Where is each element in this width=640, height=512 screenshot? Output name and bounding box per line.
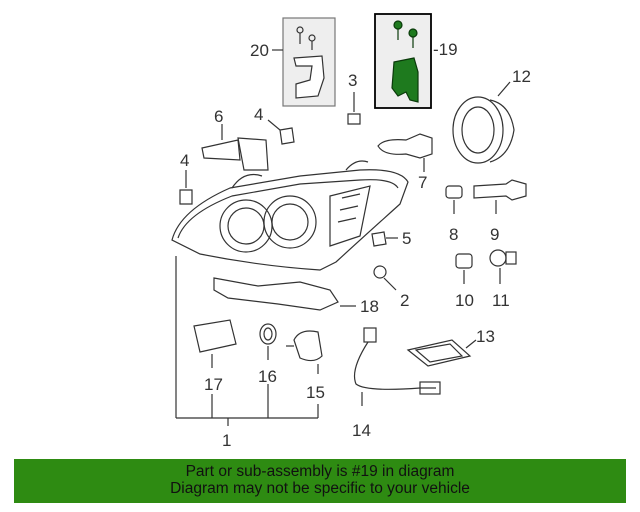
- part-10-bulb: [455, 253, 473, 284]
- part-14-wiring-harness: [353, 327, 441, 406]
- part-17-module: [193, 319, 237, 368]
- part-4-bolt-lower: [179, 170, 193, 205]
- part-6-bulb: [201, 124, 269, 171]
- part-12-ring: [452, 81, 515, 164]
- part-20-bracket: [272, 17, 336, 107]
- callout-1: 1: [222, 431, 231, 450]
- part-13-ballast: [406, 339, 477, 367]
- callout-11: 11: [492, 291, 510, 310]
- part-4-bolt-upper: [267, 119, 295, 145]
- callout-8: 8: [449, 225, 458, 244]
- info-banner: Part or sub-assembly is #19 in diagram D…: [14, 459, 626, 503]
- callout-7: 7: [418, 173, 427, 192]
- callout-13: 13: [476, 327, 495, 346]
- part-5-screw: [371, 231, 398, 247]
- parts-diagram: 20 -19 3 12 6: [171, 13, 531, 450]
- callout-19: -19: [433, 40, 458, 59]
- callout-4-upper: 4: [254, 105, 263, 124]
- part-8-bulb: [445, 185, 463, 214]
- callout-15: 15: [306, 383, 325, 402]
- callout-4-lower: 4: [180, 151, 189, 170]
- callout-10: 10: [455, 291, 474, 310]
- callout-6: 6: [214, 107, 223, 126]
- callout-2: 2: [400, 291, 409, 310]
- callout-1-bracket: [175, 256, 319, 426]
- part-2-screw: [373, 265, 397, 291]
- part-11-socket: [489, 249, 517, 284]
- callout-14: 14: [352, 421, 371, 440]
- callout-20: 20: [250, 41, 269, 60]
- callout-16: 16: [258, 367, 277, 386]
- banner-line-1: Part or sub-assembly is #19 in diagram: [185, 463, 455, 480]
- callout-17: 17: [204, 375, 223, 394]
- callout-9: 9: [490, 225, 499, 244]
- callout-18: 18: [360, 297, 379, 316]
- part-7-bulb: [377, 133, 433, 172]
- callout-3: 3: [348, 71, 357, 90]
- callout-12: 12: [512, 67, 531, 86]
- part-15-motor: [286, 330, 323, 374]
- banner-line-2: Diagram may not be specific to your vehi…: [170, 480, 470, 497]
- part-16-ring: [259, 323, 277, 360]
- part-3-bolt: [347, 92, 361, 125]
- part-18-seal: [213, 277, 356, 311]
- callout-5: 5: [402, 229, 411, 248]
- headlamp-housing: [171, 160, 409, 271]
- part-19-highlight-box: [374, 13, 432, 109]
- part-9-bulb: [473, 179, 527, 214]
